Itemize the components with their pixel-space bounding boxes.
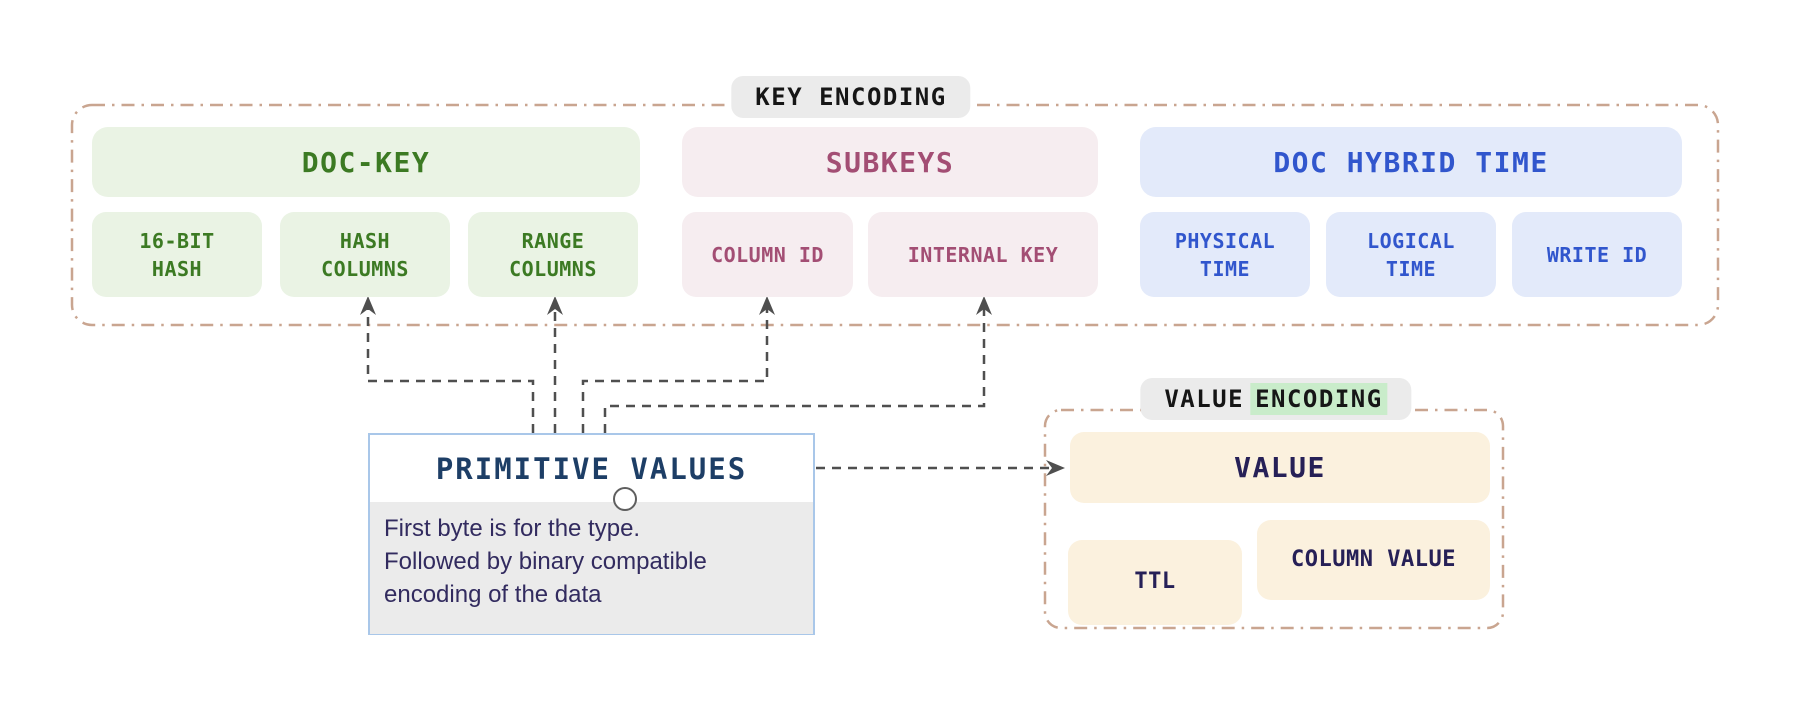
group-header-doc-key: DOC-KEY xyxy=(92,127,640,197)
box-16-bit-hash-label: 16-BIT HASH xyxy=(139,228,215,281)
key-encoding-label: KEY ENCODING xyxy=(731,76,971,118)
group-header-doc-hybrid-time: DOC HYBRID TIME xyxy=(1140,127,1682,197)
subkeys-title: SUBKEYS xyxy=(825,145,955,179)
primitive-values-title: PRIMITIVE VALUES xyxy=(435,451,748,486)
box-ttl: TTL xyxy=(1068,540,1242,625)
arrowhead-range-columns-icon xyxy=(547,296,563,315)
box-internal-key-label: INTERNAL KEY xyxy=(907,242,1059,267)
arrowhead-hash-columns-icon xyxy=(360,296,376,315)
primitive-values-node[interactable]: PRIMITIVE VALUES First byte is for the t… xyxy=(368,433,815,635)
key-encoding-label-text: KEY ENCODING xyxy=(755,83,947,111)
arrow-to-hash-columns xyxy=(366,304,535,433)
arrowhead-column-id-icon xyxy=(759,296,775,315)
value-encoding-label-highlight: ENCODING xyxy=(1250,383,1388,415)
box-column-value-label: COLUMN VALUE xyxy=(1291,546,1456,572)
arrowhead-internal-key-icon xyxy=(976,296,992,315)
box-write-id: WRITE ID xyxy=(1512,212,1682,297)
arrowhead-value-icon xyxy=(1046,460,1065,476)
box-range-columns: RANGE COLUMNS xyxy=(468,212,638,297)
arrow-to-column-id xyxy=(581,304,769,433)
box-internal-key: INTERNAL KEY xyxy=(868,212,1098,297)
group-header-subkeys: SUBKEYS xyxy=(682,127,1098,197)
box-hash-columns-label: HASH COLUMNS xyxy=(321,228,409,281)
connector-handle[interactable] xyxy=(613,487,637,511)
value-encoding-label-plain: VALUE xyxy=(1164,385,1245,413)
box-write-id-label: WRITE ID xyxy=(1546,242,1648,267)
primitive-values-description: First byte is for the type. Followed by … xyxy=(370,502,813,634)
doc-hybrid-time-title: DOC HYBRID TIME xyxy=(1273,145,1549,179)
box-range-columns-label: RANGE COLUMNS xyxy=(509,228,597,281)
box-value-label: VALUE xyxy=(1234,451,1326,484)
box-logical-time: LOGICAL TIME xyxy=(1326,212,1496,297)
box-ttl-label: TTL xyxy=(1134,569,1176,595)
box-value: VALUE xyxy=(1070,432,1490,503)
doc-key-title: DOC-KEY xyxy=(301,145,431,179)
box-physical-time: PHYSICAL TIME xyxy=(1140,212,1310,297)
box-physical-time-label: PHYSICAL TIME xyxy=(1174,228,1276,281)
box-column-value: COLUMN VALUE xyxy=(1257,520,1490,600)
box-column-id-label: COLUMN ID xyxy=(711,242,824,267)
box-logical-time-label: LOGICAL TIME xyxy=(1367,228,1455,281)
box-hash-columns: HASH COLUMNS xyxy=(280,212,450,297)
arrow-to-internal-key xyxy=(603,304,986,433)
box-16-bit-hash: 16-BIT HASH xyxy=(92,212,262,297)
box-column-id: COLUMN ID xyxy=(682,212,853,297)
